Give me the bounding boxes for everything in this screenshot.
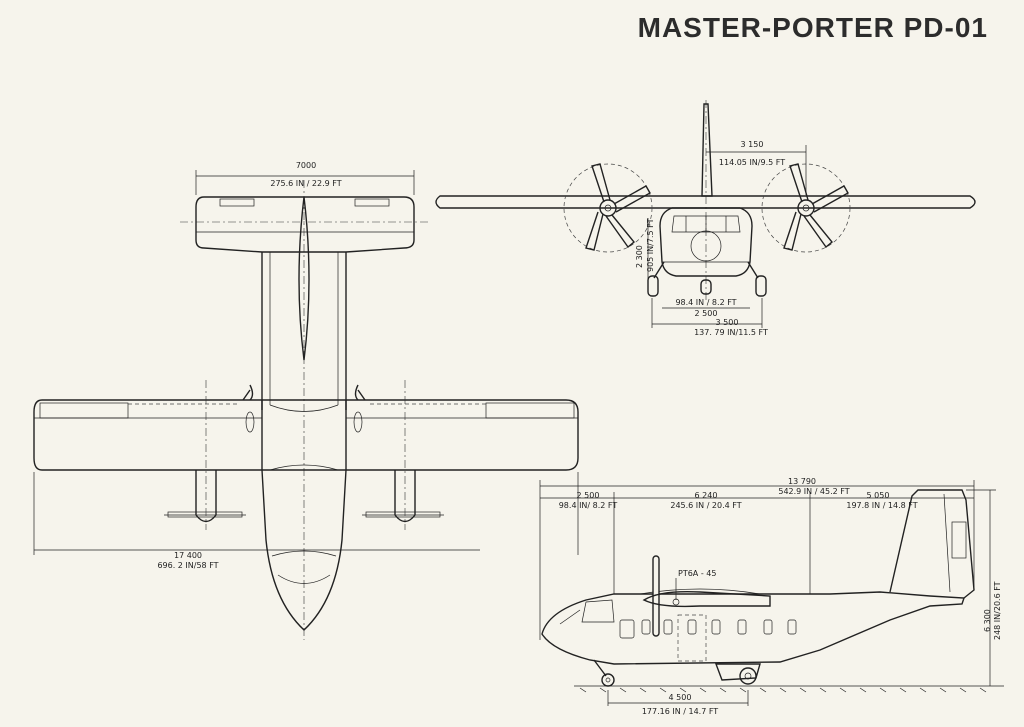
tail-span-value: 7000 [296,161,316,170]
right-propeller [761,163,851,253]
wing-span-value: 17 400 [174,551,202,560]
wheelbase-value: 4 500 [669,693,692,702]
gear-inner-imperial: 98.4 IN / 8.2 FT [675,298,736,307]
wheelbase-imperial: 177.16 IN / 14.7 FT [642,707,718,716]
drawing-title: MASTER-PORTER PD-01 [637,12,988,43]
track-imperial: 137. 79 IN/11.5 FT [694,328,768,337]
front-height-value: 2 300 [635,245,644,268]
cabin-value: 6 240 [695,491,718,500]
length-imperial: 542.9 IN / 45.2 FT [778,487,849,496]
length-value: 13 790 [788,477,816,486]
nose-value: 2 500 [577,491,600,500]
tail-span-imperial: 275.6 IN / 22.9 FT [270,179,341,188]
tail-value: 5 050 [867,491,890,500]
nose-imperial: 98.4 IN/ 8.2 FT [559,501,618,510]
cabin-imperial: 245.6 IN / 20.4 FT [670,501,741,510]
prop-offset-imperial: 114.05 IN/9.5 FT [719,158,785,167]
track-value: 3 500 [716,318,739,327]
left-nacelle [164,380,255,530]
front-view: 3 150 114.05 IN/9.5 FT 2 300 905 IN/7.5 … [435,100,976,337]
wing-span-imperial: 696. 2 IN/58 FT [157,561,218,570]
gear-inner-value: 2 500 [695,309,718,318]
side-height-imperial: 248 IN/20.6 FT [993,581,1002,640]
left-propeller [563,163,653,253]
side-view: PT6A - 45 13 790 542.9 IN / 45.2 FT 2 50… [539,477,1004,716]
right-nacelle [353,380,444,530]
plan-view: 7000 275.6 IN / 22.9 FT 17 400 696. 2 IN… [33,161,579,640]
side-height-value: 6 300 [983,609,992,632]
prop-offset-value: 3 150 [741,140,764,149]
tail-imperial: 197.8 IN / 14.8 FT [846,501,917,510]
engine-label: PT6A - 45 [678,569,716,578]
front-height-imperial: 905 IN/7.5 FT [646,218,655,272]
